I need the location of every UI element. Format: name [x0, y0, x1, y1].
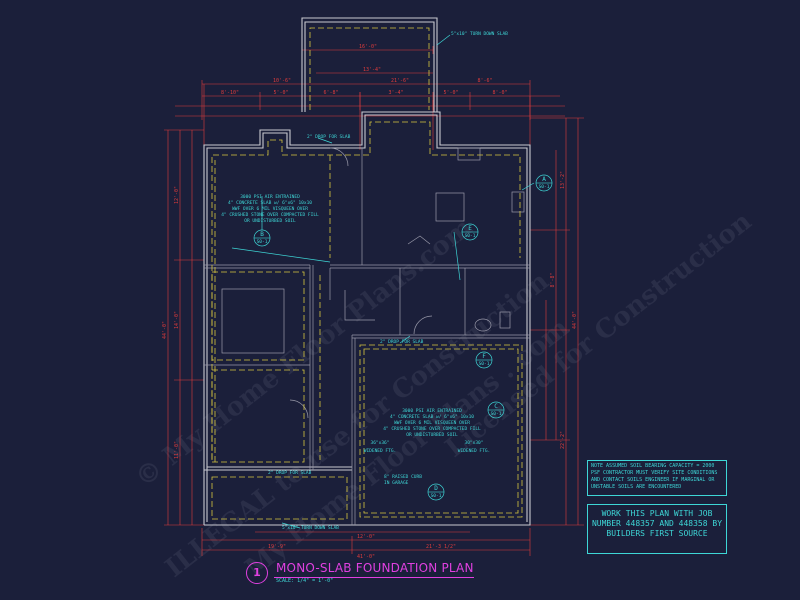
- dim-left-overall: 44'-0": [162, 321, 168, 339]
- section-sheet: S0-1: [257, 239, 268, 245]
- section-sheet: S0-1: [479, 361, 490, 367]
- drawing-title-block: 1 MONO-SLAB FOUNDATION PLAN SCALE: 1/4" …: [246, 558, 486, 588]
- widened-ftg-2-size: 30"x30": [465, 440, 484, 446]
- dim-row2-d: 3'-4": [388, 90, 403, 96]
- slab-spec-2-line-2: 4" CONCRETE SLAB w/ 6"x6" 10x10: [390, 414, 474, 420]
- garage-curb-line-1: 8" RAISED CURB: [384, 474, 422, 480]
- slab-spec-2-line-3: WWF OVER 6 MIL VISQUEEN OVER: [394, 420, 470, 426]
- section-marker-a: AS0-1: [535, 174, 553, 192]
- dim-row2-e: 5'-0": [443, 90, 458, 96]
- drop-slab-label-3: 2" DROP FOR SLAB: [268, 470, 312, 476]
- dim-row1-c: 8'-6": [477, 78, 492, 84]
- title-underline: [274, 577, 474, 578]
- slab-spec-2-line-4: 4" CRUSHED STONE OVER COMPACTED FILL: [383, 426, 481, 432]
- drawing-number: 1: [246, 562, 268, 584]
- section-letter: D: [434, 485, 438, 492]
- dim-bottom-inner: 12'-0": [357, 534, 375, 540]
- section-sheet: S0-1: [491, 411, 502, 417]
- turn-down-label-top: 5"x10" TURN DOWN SLAB: [451, 31, 508, 37]
- drawing-title: MONO-SLAB FOUNDATION PLAN: [276, 561, 474, 575]
- dim-top-overall: 16'-0": [359, 44, 377, 50]
- dim-row2-a: 8'-10": [221, 90, 239, 96]
- exterior-walls: [203, 17, 531, 526]
- section-sheet: S0-1: [431, 493, 442, 499]
- dim-row1-b: 21'-6": [391, 78, 409, 84]
- section-marker-d: DS0-1: [427, 483, 445, 501]
- job-number-note: WORK THIS PLAN WITH JOB NUMBER 448357 AN…: [587, 504, 727, 554]
- section-marker-e: ES0-1: [461, 223, 479, 241]
- dimension-lines: [164, 46, 584, 556]
- slab-spec-1-line-3: WWF OVER 6 MIL VISQUEEN OVER: [232, 206, 308, 212]
- section-sheet: S0-1: [465, 233, 476, 239]
- slab-spec-2-line-1: 3000 PSI AIR ENTRAINED: [402, 408, 462, 414]
- slab-spec-1-line-4: 4" CRUSHED STONE OVER COMPACTED FILL: [221, 212, 319, 218]
- leader-lines: [231, 34, 535, 529]
- dim-row2-b: 5'-0": [273, 90, 288, 96]
- dim-right-b: 8'-8": [550, 272, 556, 287]
- drop-slab-label-2: 2" DROP FOR SLAB: [380, 339, 424, 345]
- dim-row1-a: 10'-6": [273, 78, 291, 84]
- section-marker-c: CS0-1: [487, 401, 505, 419]
- section-letter: B: [260, 231, 264, 238]
- section-marker-b: BS0-1: [253, 229, 271, 247]
- dim-top-inner: 13'-4": [363, 67, 381, 73]
- slab-spec-2-line-5: OR UNDISTURBED SOIL: [406, 432, 458, 438]
- section-letter: E: [468, 225, 472, 232]
- section-marker-f: FS0-1: [475, 351, 493, 369]
- interior-walls: [204, 147, 530, 525]
- dim-right-overall: 44'-0": [572, 311, 578, 329]
- plan-labels: 5"x10" TURN DOWN SLAB 5"x10" TURN DOWN S…: [221, 31, 508, 531]
- section-letter: F: [482, 353, 486, 360]
- garage-curb-line-2: IN GARAGE: [384, 480, 409, 486]
- dimension-labels: 16'-0" 13'-4" 10'-6" 21'-6" 8'-6" 8'-10"…: [162, 44, 578, 560]
- section-letter: C: [494, 403, 498, 410]
- dim-right-c: 22'-2": [560, 431, 566, 449]
- widened-ftg-1-label: WIDENED FTG.: [364, 448, 397, 454]
- widened-ftg-2-label: WIDENED FTG.: [458, 448, 491, 454]
- drop-slab-label-1: 2" DROP FOR SLAB: [307, 134, 351, 140]
- soil-bearing-note: NOTE ASSUMED SOIL BEARING CAPACITY = 200…: [587, 460, 727, 496]
- dim-bottom-overall: 41'-0": [357, 554, 375, 560]
- slab-spec-1-line-5: OR UNDISTURBED SOIL: [244, 218, 296, 224]
- dim-bottom-a: 19'-9": [268, 544, 286, 550]
- slab-spec-1-line-2: 4" CONCRETE SLAB w/ 6"x6" 10x10: [228, 200, 312, 206]
- slab-spec-1-line-1: 3000 PSI AIR ENTRAINED: [240, 194, 300, 200]
- section-letter: A: [542, 176, 546, 183]
- dim-left-b: 14'-0": [174, 311, 180, 329]
- section-sheet: S0-1: [539, 184, 550, 190]
- widened-ftg-1-size: 36"x36": [371, 440, 390, 446]
- dim-left-a: 12'-0": [174, 186, 180, 204]
- dim-bottom-b: 21'-3 1/2": [426, 544, 456, 550]
- dim-right-a: 13'-2": [560, 171, 566, 189]
- dim-left-c: 11'-0": [174, 441, 180, 459]
- dim-row2-c: 6'-8": [323, 90, 338, 96]
- turn-down-label-bottom: 5"x10" TURN DOWN SLAB: [282, 525, 339, 531]
- footing-lines: [211, 27, 523, 520]
- dim-row2-f: 8'-0": [492, 90, 507, 96]
- drawing-scale: SCALE: 1/4" = 1'-0": [276, 578, 334, 584]
